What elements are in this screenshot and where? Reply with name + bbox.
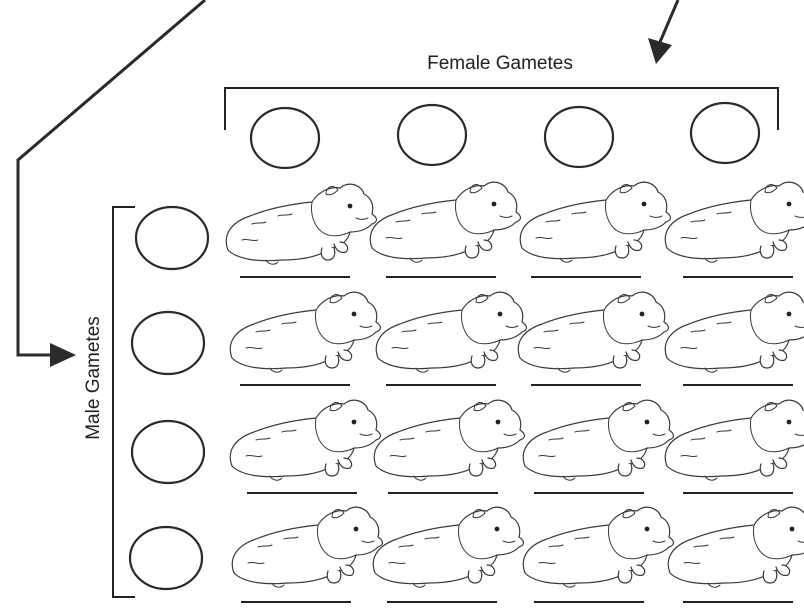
guinea-pig-icon <box>373 399 526 481</box>
offspring-grid <box>225 181 804 603</box>
guinea-pig-icon <box>522 399 675 481</box>
guinea-pig-icon <box>664 181 804 263</box>
offspring-row-3 <box>229 399 804 494</box>
offspring-cell-2-3 <box>517 291 670 386</box>
guinea-pig-icon <box>522 506 675 588</box>
female-gamete-circle-2[interactable] <box>396 103 468 167</box>
offspring-row-2 <box>229 291 804 386</box>
offspring-cell-4-4 <box>667 506 804 603</box>
offspring-row-1 <box>225 181 804 278</box>
female-gamete-circle-1[interactable] <box>249 106 321 170</box>
offspring-cell-3-1 <box>229 399 382 494</box>
guinea-pig-icon <box>664 399 804 481</box>
offspring-cell-2-4 <box>664 291 804 386</box>
male-gamete-circle-2[interactable] <box>130 310 206 376</box>
female-gamete-circle-3[interactable] <box>543 105 615 169</box>
offspring-cell-4-3 <box>522 506 675 603</box>
male-gamete-circles <box>128 205 210 591</box>
guinea-pig-icon <box>225 183 378 265</box>
offspring-cell-1-1 <box>225 183 378 278</box>
guinea-pig-icon <box>229 291 382 373</box>
offspring-cell-3-2 <box>373 399 526 494</box>
offspring-row-4 <box>231 506 804 603</box>
female-gametes-bracket <box>224 87 779 130</box>
female-gamete-circles <box>249 101 761 170</box>
male-gamete-circle-3[interactable] <box>130 419 206 485</box>
offspring-cell-4-2 <box>372 506 525 603</box>
offspring-cell-4-1 <box>231 506 384 603</box>
arrow-to-female-gametes <box>648 0 680 64</box>
offspring-cell-1-4 <box>664 181 804 278</box>
guinea-pig-icon <box>519 181 672 263</box>
female-gametes-label: Female Gametes <box>427 53 573 74</box>
guinea-pig-icon <box>667 506 804 588</box>
offspring-cell-3-4 <box>664 399 804 494</box>
guinea-pig-icon <box>372 506 525 588</box>
guinea-pig-icon <box>229 399 382 481</box>
offspring-cell-1-3 <box>519 181 672 278</box>
male-gametes-label: Male Gametes <box>83 316 104 440</box>
guinea-pig-icon <box>231 506 384 588</box>
male-gamete-circle-1[interactable] <box>134 205 210 271</box>
guinea-pig-icon <box>375 291 528 373</box>
arrow-to-male-gametes <box>16 0 206 367</box>
male-gametes-bracket <box>112 206 135 598</box>
offspring-cell-1-2 <box>369 181 522 278</box>
guinea-pig-icon <box>664 291 804 373</box>
offspring-cell-3-3 <box>522 399 675 494</box>
guinea-pig-icon <box>517 291 670 373</box>
female-gamete-circle-4[interactable] <box>689 101 761 165</box>
guinea-pig-icon <box>369 181 522 263</box>
male-gamete-circle-4[interactable] <box>128 525 204 591</box>
offspring-cell-2-2 <box>375 291 528 386</box>
offspring-cell-2-1 <box>229 291 382 386</box>
